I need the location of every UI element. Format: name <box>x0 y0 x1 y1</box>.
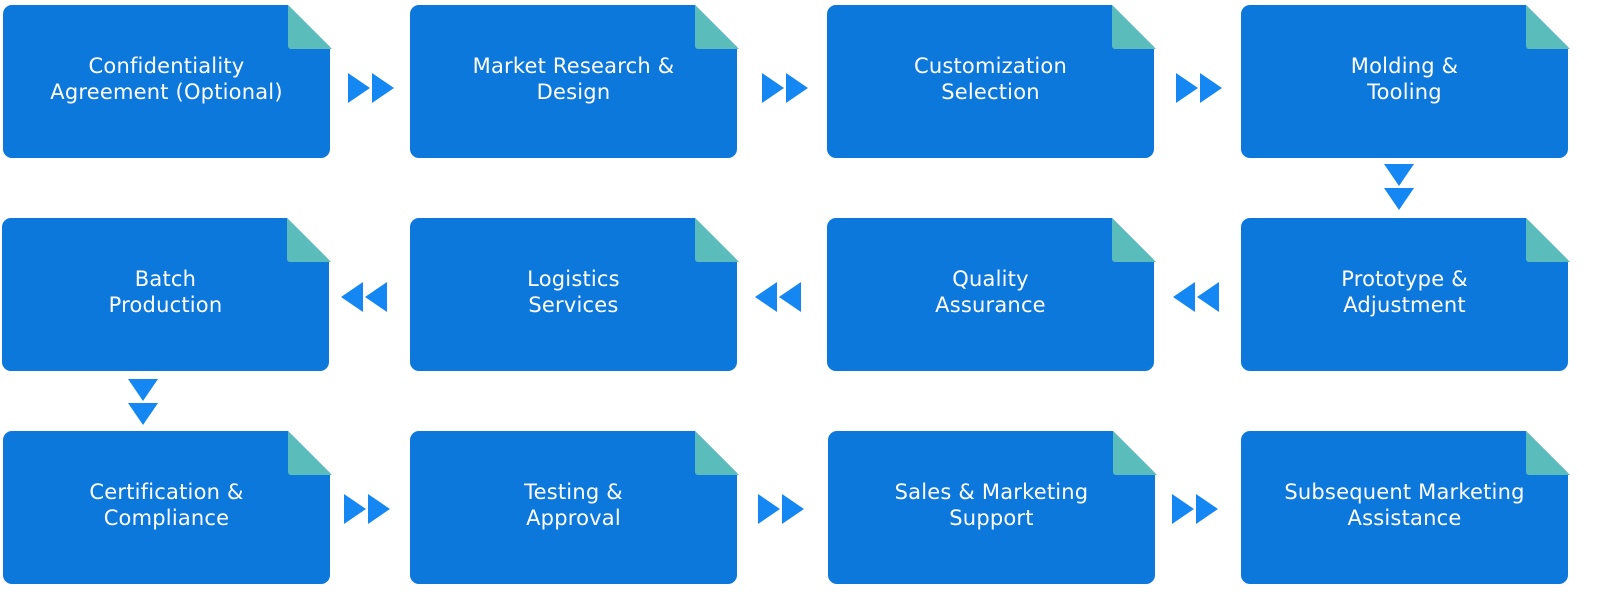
double-arrow-right-icon <box>344 494 390 524</box>
step-label: Customization Selection <box>913 53 1067 104</box>
step-label: Market Research & Design <box>472 53 675 104</box>
folded-corner-icon <box>1113 431 1157 475</box>
step-card-market-research-design: Market Research & Design <box>410 5 737 158</box>
folded-corner-icon <box>1112 5 1156 49</box>
step-label: Subsequent Marketing Assistance <box>1284 479 1525 530</box>
step-card-prototype-adjustment: Prototype & Adjustment <box>1241 218 1568 371</box>
folded-corner-icon <box>288 5 332 49</box>
step-label: Batch Production <box>108 266 223 317</box>
double-arrow-down-icon <box>128 379 158 425</box>
step-card-certification-compliance: Certification & Compliance <box>3 431 330 584</box>
double-arrow-right-icon <box>1176 73 1222 103</box>
double-arrow-left-icon <box>1173 282 1219 312</box>
double-arrow-down-icon <box>1384 164 1414 210</box>
folded-corner-icon <box>1526 218 1570 262</box>
step-card-logistics-services: Logistics Services <box>410 218 737 371</box>
step-card-quality-assurance: Quality Assurance <box>827 218 1154 371</box>
step-label: Logistics Services <box>527 266 620 317</box>
double-arrow-right-icon <box>1172 494 1218 524</box>
double-arrow-right-icon <box>348 73 394 103</box>
step-label: Quality Assurance <box>935 266 1046 317</box>
folded-corner-icon <box>695 218 739 262</box>
folded-corner-icon <box>287 218 331 262</box>
folded-corner-icon <box>1526 431 1570 475</box>
step-card-confidentiality-agreement: Confidentiality Agreement (Optional) <box>3 5 330 158</box>
double-arrow-right-icon <box>762 73 808 103</box>
step-card-batch-production: Batch Production <box>2 218 329 371</box>
step-card-customization-selection: Customization Selection <box>827 5 1154 158</box>
folded-corner-icon <box>1526 5 1570 49</box>
double-arrow-right-icon <box>758 494 804 524</box>
step-label: Certification & Compliance <box>89 479 244 530</box>
double-arrow-left-icon <box>341 282 387 312</box>
step-label: Testing & Approval <box>524 479 623 530</box>
folded-corner-icon <box>695 431 739 475</box>
step-label: Sales & Marketing Support <box>894 479 1089 530</box>
step-card-testing-approval: Testing & Approval <box>410 431 737 584</box>
step-card-molding-tooling: Molding & Tooling <box>1241 5 1568 158</box>
double-arrow-left-icon <box>755 282 801 312</box>
step-label: Confidentiality Agreement (Optional) <box>50 53 283 104</box>
folded-corner-icon <box>695 5 739 49</box>
step-label: Prototype & Adjustment <box>1341 266 1468 317</box>
folded-corner-icon <box>288 431 332 475</box>
folded-corner-icon <box>1112 218 1156 262</box>
step-label: Molding & Tooling <box>1350 53 1459 104</box>
step-card-subsequent-marketing-assistance: Subsequent Marketing Assistance <box>1241 431 1568 584</box>
step-card-sales-marketing-support: Sales & Marketing Support <box>828 431 1155 584</box>
